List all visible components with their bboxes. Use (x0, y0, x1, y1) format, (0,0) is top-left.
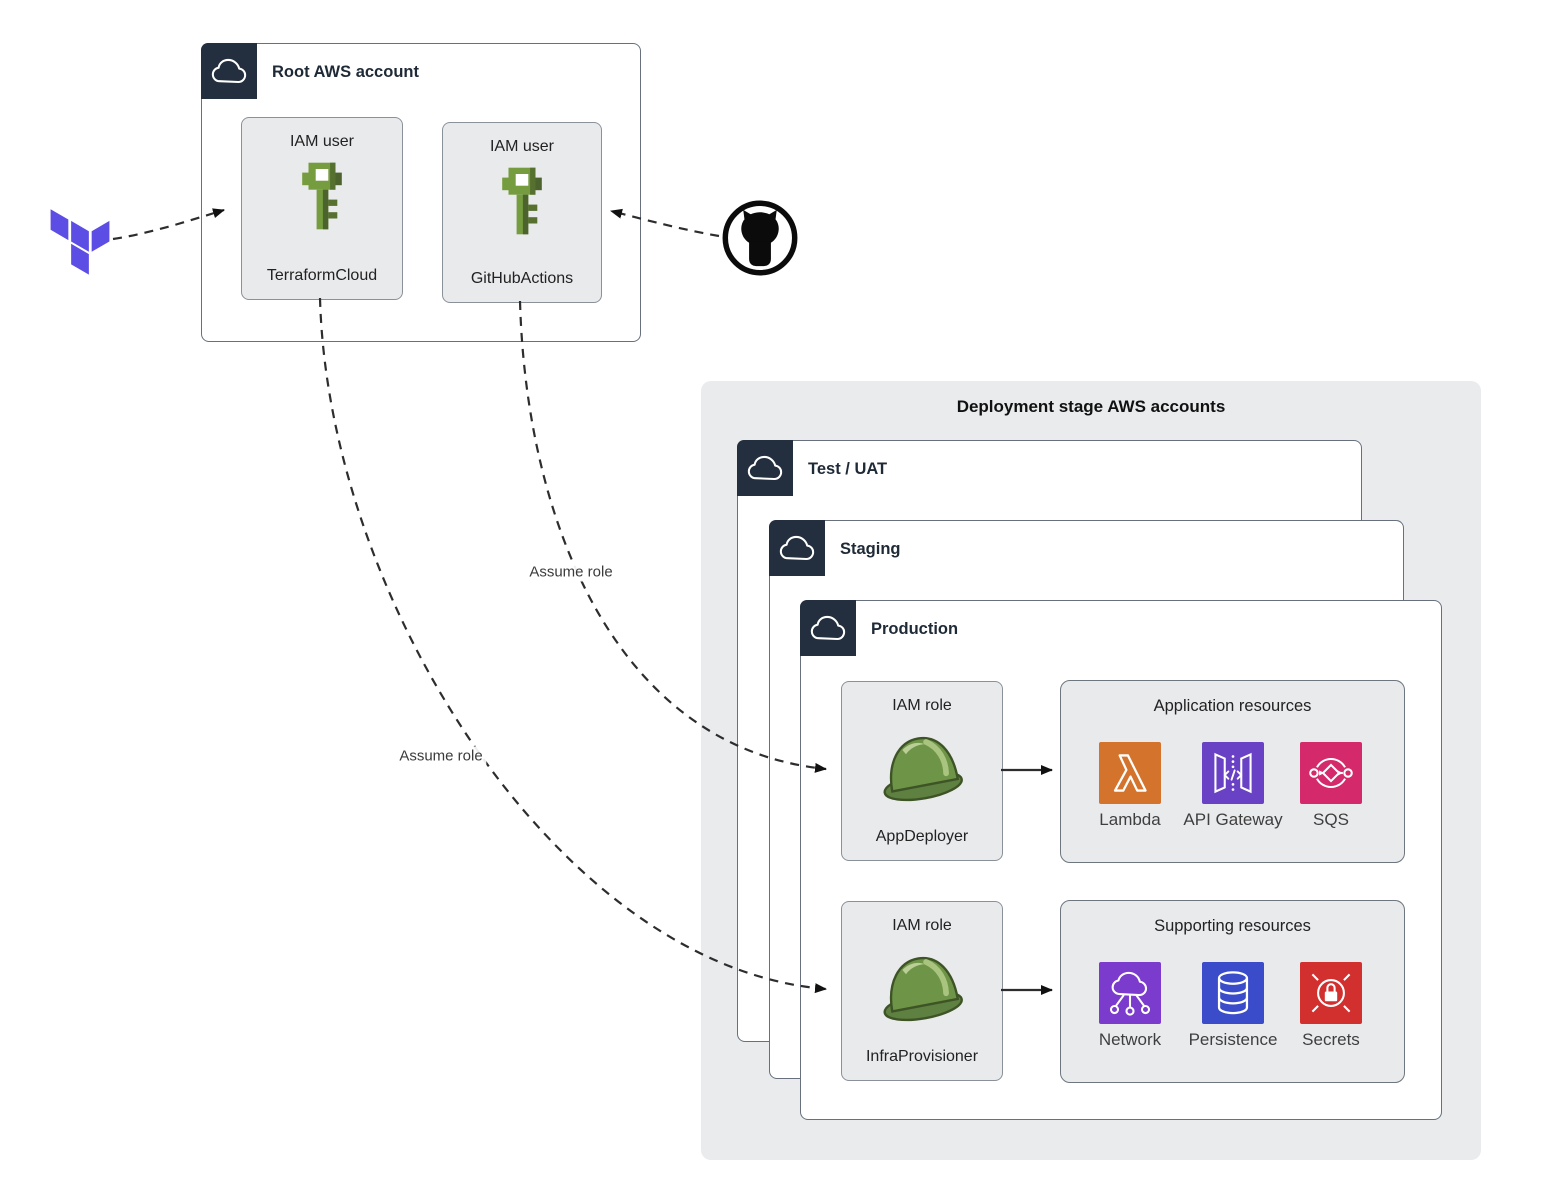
account-title: Staging (840, 539, 901, 558)
cloud-icon (779, 535, 815, 560)
supporting-resources-group: Supporting resources (1060, 900, 1405, 1083)
iam-key-icon (242, 158, 402, 234)
iam-user-name: TerraformCloud (266, 267, 378, 284)
iam-key-icon (443, 163, 601, 239)
application-resources-group: Application resources (1060, 680, 1405, 863)
api-gateway-icon (1202, 742, 1264, 804)
resource-group-title: Application resources (1153, 697, 1312, 715)
iam-role-name: AppDeployer (875, 828, 969, 845)
service-label: Lambda (1099, 810, 1161, 829)
cloud-icon (211, 58, 247, 83)
account-production: Production IAM role AppDeployer (800, 600, 1442, 1120)
deployment-stage-title: Deployment stage AWS accounts (956, 397, 1226, 416)
service-label: API Gateway (1183, 810, 1283, 829)
secrets-lock-icon (1300, 962, 1362, 1024)
network-icon (1099, 962, 1161, 1024)
iam-role-label: IAM role (892, 697, 952, 714)
assume-role-label: Assume role (525, 562, 617, 582)
resource-group-title: Supporting resources (1154, 917, 1311, 935)
aws-cloud-badge (769, 520, 825, 576)
github-logo (721, 199, 799, 282)
iam-role-label: IAM role (892, 917, 952, 934)
hard-hat-icon (842, 946, 1002, 1026)
root-account-title: Root AWS account (272, 62, 419, 81)
service-label: Persistence (1188, 1030, 1278, 1049)
iam-user-terraformcloud: IAM user TerraformCloud (241, 117, 403, 300)
iam-user-githubactions: IAM user GitHubActions (442, 122, 602, 303)
iam-role-infraprovisioner: IAM role InfraProvisioner (841, 901, 1003, 1081)
lambda-icon (1099, 742, 1161, 804)
service-label: Network (1098, 1030, 1162, 1049)
deployment-stage-container: Deployment stage AWS accounts Test / UAT… (701, 381, 1481, 1160)
hard-hat-icon (842, 726, 1002, 806)
iam-user-label: IAM user (289, 133, 354, 150)
iam-role-name: InfraProvisioner (865, 1048, 979, 1065)
account-title: Production (871, 619, 959, 638)
cloud-icon (810, 615, 846, 640)
aws-cloud-badge (737, 440, 793, 496)
assume-role-label: Assume role (395, 746, 487, 766)
account-title: Test / UAT (808, 459, 888, 478)
root-aws-account-box: Root AWS account IAM user TerraformCloud (201, 43, 641, 342)
iam-user-name: GitHubActions (470, 270, 574, 287)
iam-user-label: IAM user (489, 138, 554, 155)
aws-cloud-badge (800, 600, 856, 656)
cloud-icon (747, 455, 783, 480)
service-label: SQS (1313, 810, 1349, 829)
sqs-icon (1300, 742, 1362, 804)
database-icon (1202, 962, 1264, 1024)
terraform-logo (49, 206, 111, 281)
aws-cloud-badge (201, 43, 257, 99)
service-label: Secrets (1302, 1030, 1360, 1049)
iam-role-appdeployer: IAM role AppDeployer (841, 681, 1003, 861)
